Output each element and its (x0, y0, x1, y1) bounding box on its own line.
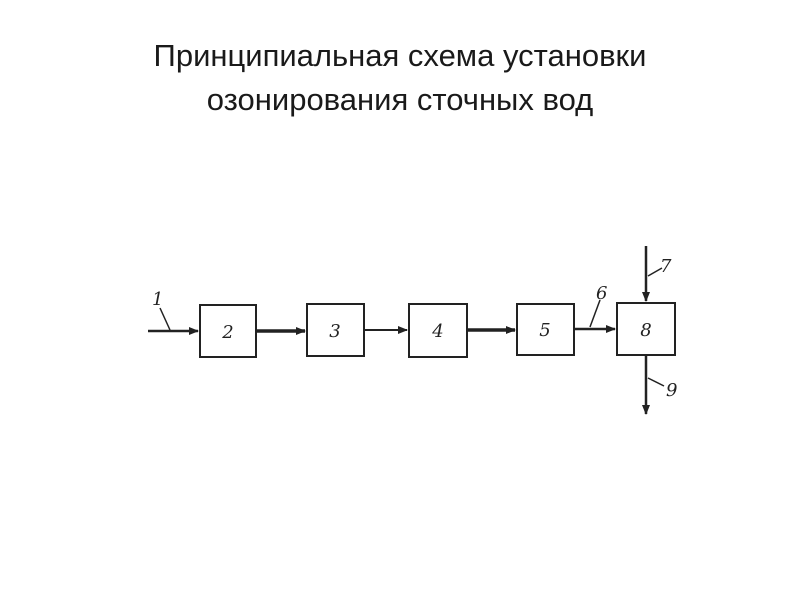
block-5-label: 5 (539, 320, 550, 341)
block-2-label: 2 (221, 322, 233, 343)
block-4: 4 (408, 303, 468, 358)
block-8: 8 (616, 302, 676, 356)
block-8-label: 8 (640, 320, 651, 341)
slide-title: Принципиальная схема установки озонирова… (0, 34, 800, 122)
flow-9-label: 9 (666, 380, 677, 401)
flow-7-leader (647, 267, 663, 277)
input-label: 1 (152, 289, 163, 310)
flow-6-label: 6 (596, 283, 607, 304)
flow-7-label: 7 (660, 256, 672, 277)
block-3: 3 (306, 303, 365, 357)
block-4-label: 4 (431, 321, 443, 342)
block-5: 5 (516, 303, 575, 356)
input-label-leader (159, 307, 171, 331)
title-line-2: озонирования сточных вод (206, 82, 594, 117)
block-2: 2 (199, 304, 257, 358)
flow-9-leader (647, 377, 665, 387)
block-3-label: 3 (329, 321, 340, 342)
title-line-1: Принципиальная схема установки (153, 38, 647, 73)
flow-6-leader (589, 299, 601, 328)
